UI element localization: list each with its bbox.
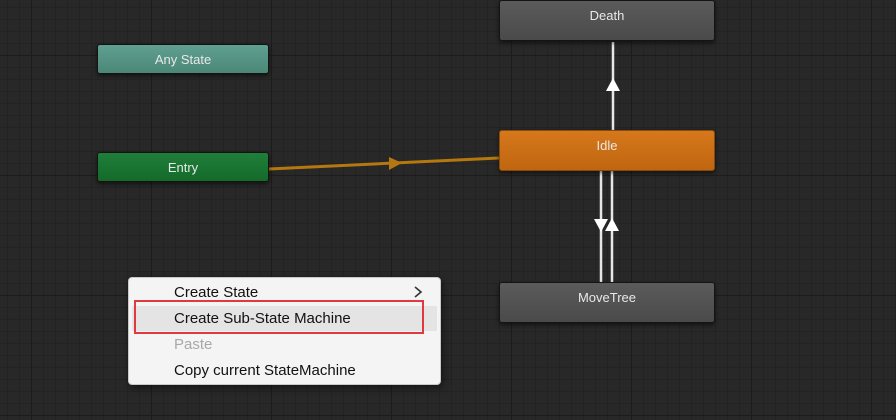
transition-arrow-idle-death bbox=[606, 78, 620, 91]
transition-arrow-idle-movetree bbox=[594, 219, 608, 232]
entry-node[interactable]: Entry bbox=[97, 152, 269, 182]
transition-entry-idle[interactable] bbox=[268, 156, 500, 171]
menu-item-create-sub-state-machine[interactable]: Create Sub-State Machine bbox=[132, 306, 437, 331]
menu-item-copy-state-machine[interactable]: Copy current StateMachine bbox=[132, 358, 437, 383]
movetree-state-node[interactable]: MoveTree bbox=[499, 282, 715, 323]
menu-item-label: Paste bbox=[174, 336, 213, 353]
entry-label: Entry bbox=[167, 159, 199, 175]
transition-arrow-entry-idle bbox=[389, 157, 402, 170]
any-state-node[interactable]: Any State bbox=[97, 44, 269, 74]
idle-label: Idle bbox=[596, 138, 618, 153]
menu-item-paste[interactable]: Paste bbox=[132, 332, 437, 357]
idle-state-node[interactable]: Idle bbox=[499, 130, 715, 171]
death-state-node[interactable]: Death bbox=[499, 0, 715, 41]
chevron-right-icon bbox=[414, 286, 423, 298]
any-state-label: Any State bbox=[154, 51, 212, 67]
menu-item-label: Copy current StateMachine bbox=[174, 362, 356, 379]
menu-item-label: Create State bbox=[174, 284, 259, 301]
context-menu: Create State Create Sub-State Machine Pa… bbox=[128, 277, 441, 385]
movetree-label: MoveTree bbox=[577, 290, 637, 305]
death-label: Death bbox=[589, 8, 625, 23]
transition-arrow-movetree-idle bbox=[605, 218, 619, 231]
menu-item-label: Create Sub-State Machine bbox=[174, 310, 351, 327]
menu-item-create-state[interactable]: Create State bbox=[132, 280, 437, 305]
